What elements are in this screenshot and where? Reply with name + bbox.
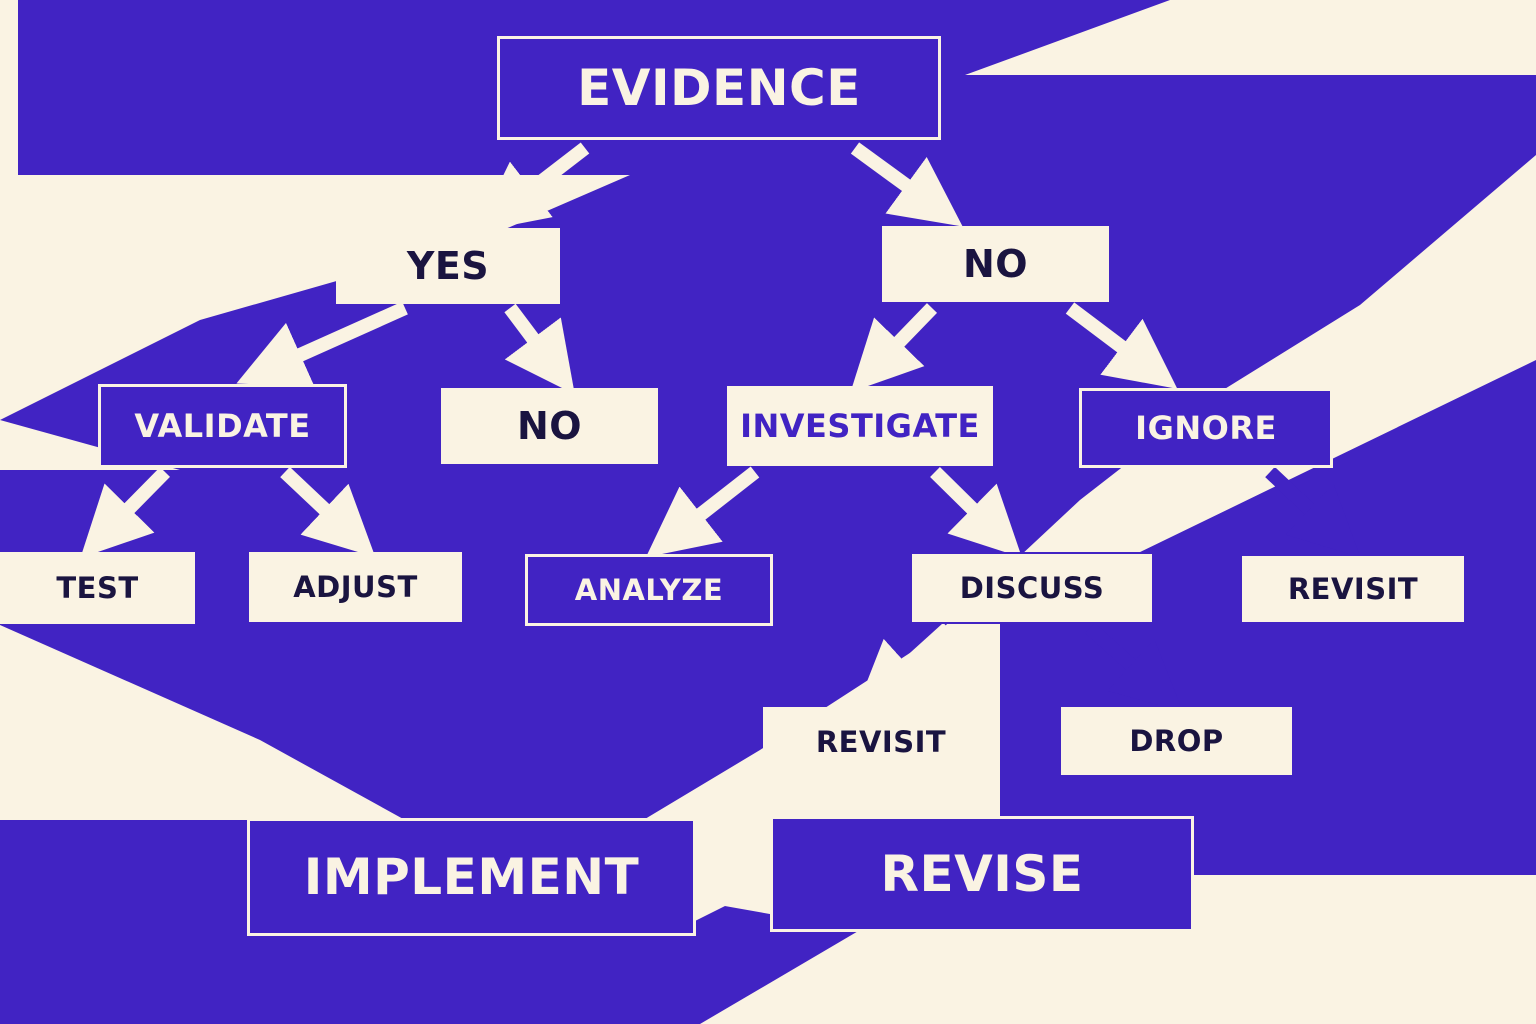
arrow-validate-test [80, 467, 170, 558]
arrow-yes-no [504, 303, 575, 395]
node-drop: DROP [1059, 705, 1294, 777]
arrow-evidence-no [850, 142, 963, 227]
node-no-2: NO [441, 388, 658, 464]
node-evidence: EVIDENCE [497, 36, 941, 140]
arrow-discuss-revisit [855, 622, 953, 712]
node-analyze: ANALYZE [525, 554, 773, 626]
node-drop-label: DROP [1129, 724, 1224, 758]
arrow-evidence-yes [475, 142, 590, 233]
node-investigate: INVESTIGATE [727, 386, 993, 466]
node-implement: IMPLEMENT [247, 818, 696, 936]
node-evidence-label: EVIDENCE [577, 59, 861, 117]
node-yes-label: YES [406, 244, 490, 288]
arrow-discuss-drop [1085, 622, 1183, 712]
arrow-no-investigate [850, 303, 938, 393]
node-investigate-label: INVESTIGATE [740, 407, 980, 445]
node-revisit-right: REVISIT [1240, 554, 1466, 624]
node-discuss-label: DISCUSS [959, 571, 1105, 605]
node-adjust-label: ADJUST [293, 570, 418, 604]
node-no: NO [882, 226, 1109, 302]
node-validate-label: VALIDATE [134, 407, 311, 445]
node-revisit-lower-label: REVISIT [815, 725, 947, 759]
node-revisit-lower: REVISIT [763, 707, 999, 777]
node-test-label: TEST [56, 571, 139, 605]
node-no-2-label: NO [516, 404, 583, 448]
node-analyze-label: ANALYZE [574, 573, 724, 607]
arrow-no-ignore [1065, 302, 1178, 389]
arrow-ignore-revisit [1265, 466, 1361, 558]
node-no-label: NO [962, 242, 1029, 286]
node-adjust: ADJUST [249, 552, 462, 622]
connectors [80, 142, 1361, 923]
arrow-investigate-analyze [645, 466, 760, 558]
node-revisit-right-label: REVISIT [1287, 572, 1419, 606]
node-validate: VALIDATE [98, 384, 347, 468]
node-yes: YES [336, 228, 560, 304]
node-revise: REVISE [770, 816, 1194, 932]
arrow-validate-adjust [280, 466, 376, 558]
node-ignore: IGNORE [1079, 388, 1333, 468]
node-test: TEST [0, 552, 195, 624]
arrow-investigate-discuss [930, 467, 1022, 558]
node-ignore-label: IGNORE [1135, 409, 1277, 447]
node-revise-label: REVISE [880, 845, 1084, 903]
node-discuss: DISCUSS [910, 552, 1154, 624]
arrow-yes-validate [236, 301, 408, 387]
node-implement-label: IMPLEMENT [303, 848, 640, 906]
